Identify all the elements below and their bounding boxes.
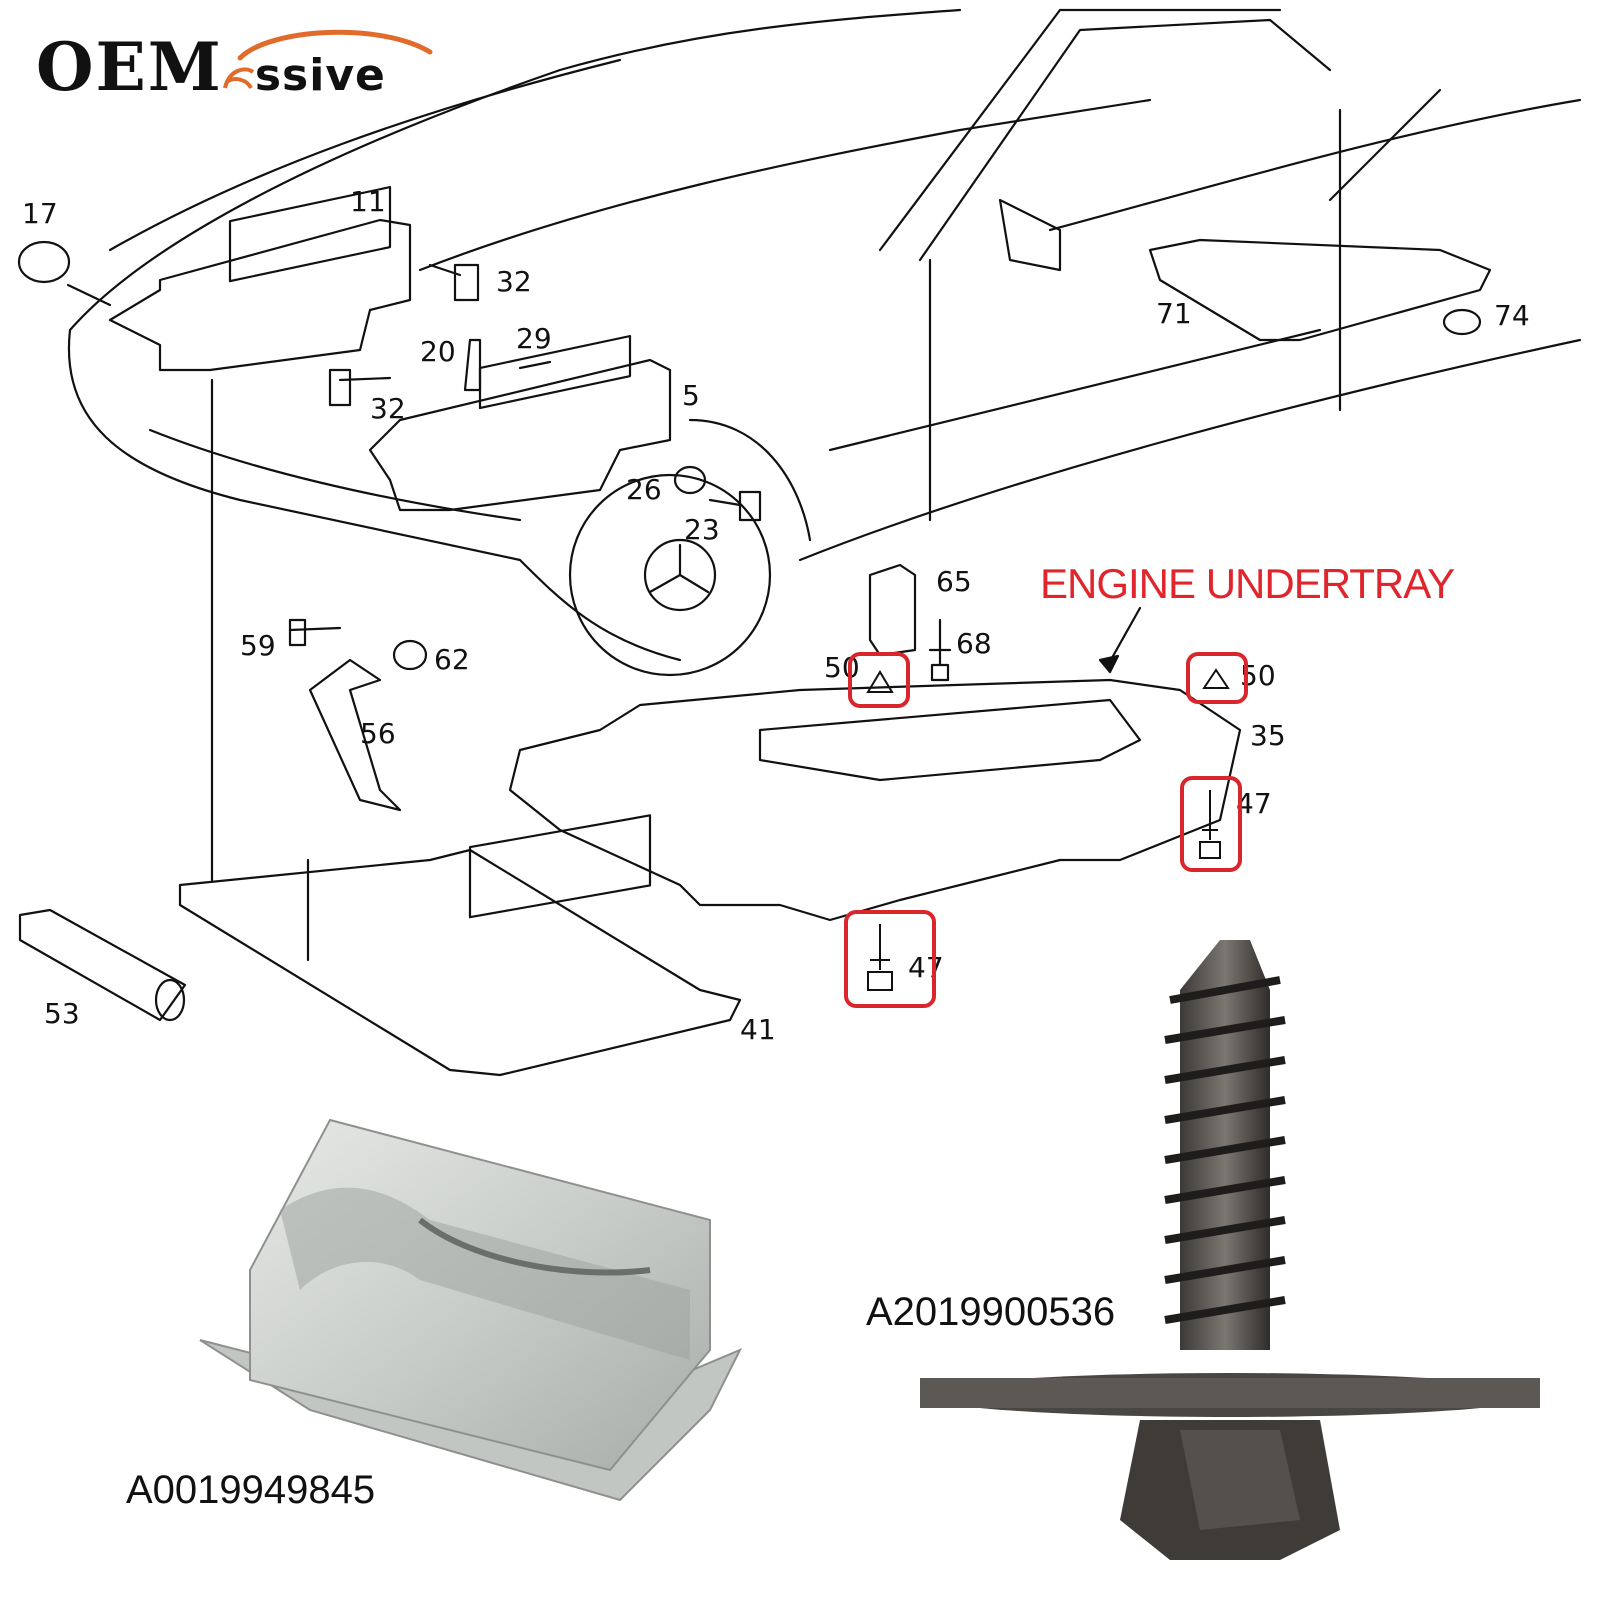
part-41-undertray — [178, 848, 742, 1077]
wheel-hub — [643, 538, 717, 612]
part-32b-screw — [328, 368, 392, 407]
car-windshield — [878, 8, 1442, 252]
car-hood-edge — [418, 98, 1152, 272]
label-47b: 47 — [908, 951, 944, 984]
part-71-bracket — [1148, 238, 1492, 342]
car-side-top — [1048, 98, 1582, 232]
part-62-nut — [392, 639, 428, 671]
part-65-bracket — [868, 563, 917, 657]
clip-50a-icon — [866, 670, 894, 693]
label-68: 68 — [956, 627, 992, 660]
label-32a: 32 — [496, 265, 532, 298]
label-71: 71 — [1156, 297, 1192, 330]
car-door-line — [928, 108, 1342, 522]
part-32a-screw — [428, 263, 480, 302]
label-5: 5 — [682, 379, 700, 412]
brand-logo: OEM ssive — [36, 28, 386, 106]
part-56-strap — [308, 658, 402, 812]
label-35: 35 — [1250, 719, 1286, 752]
highlight-screw-47b — [844, 910, 936, 1008]
highlight-clip-50a — [848, 652, 910, 708]
label-11: 11 — [350, 185, 386, 218]
clip-photo — [199, 1118, 743, 1502]
highlight-clip-50b — [1186, 652, 1248, 704]
clip-50b-icon — [1202, 668, 1230, 689]
label-41: 41 — [740, 1013, 776, 1046]
part-17-plug — [17, 240, 71, 284]
screw-47a-icon — [1199, 790, 1221, 859]
car-hood-line — [108, 58, 622, 252]
logo-prefix: OEM — [36, 28, 223, 106]
car-body-lower — [148, 428, 522, 522]
label-65: 65 — [936, 565, 972, 598]
screw-part-number: A2019900536 — [866, 1290, 1116, 1334]
car-side-line — [798, 338, 1582, 562]
car-mirror — [998, 198, 1062, 272]
label-26: 26 — [626, 473, 662, 506]
logo-car-swoosh-icon — [222, 67, 255, 90]
part-29-pin — [518, 360, 552, 370]
logo-suffix: ssive — [254, 50, 386, 101]
label-62: 62 — [434, 643, 470, 676]
part-53-tube — [18, 908, 187, 1022]
part-59-bolt — [288, 618, 342, 647]
part-11-slot — [228, 185, 392, 283]
part-23-bolt — [708, 490, 762, 522]
engine-undertray-outline — [508, 678, 1242, 922]
part-41-window — [468, 814, 652, 919]
screw-photo — [920, 940, 1540, 1560]
label-74: 74 — [1494, 299, 1530, 332]
engine-undertray-inner — [758, 698, 1142, 782]
label-17: 17 — [22, 197, 58, 230]
part-11-panel — [108, 218, 412, 372]
highlight-screw-47a — [1180, 776, 1242, 872]
screw-47b-icon — [867, 924, 893, 991]
part-20-clip — [463, 338, 482, 392]
undertray-arrow — [1106, 606, 1142, 667]
logo-car-roof-icon — [237, 29, 433, 61]
label-20: 20 — [420, 335, 456, 368]
label-59: 59 — [240, 629, 276, 662]
part-26-washer — [673, 465, 707, 495]
part-5-panel — [368, 358, 672, 512]
label-23: 23 — [684, 513, 720, 546]
clip-part-number: A0019949845 — [126, 1468, 376, 1512]
label-56: 56 — [360, 717, 396, 750]
part-74-nut — [1442, 308, 1482, 336]
part-68-screw — [928, 618, 952, 682]
label-53: 53 — [44, 997, 80, 1030]
label-29: 29 — [516, 322, 552, 355]
car-a-pillar — [918, 18, 1332, 262]
car-hood-outline — [68, 8, 962, 332]
wheel-star — [648, 543, 710, 594]
label-32b: 32 — [370, 392, 406, 425]
car-front-bumper — [67, 328, 682, 662]
wheel — [568, 473, 772, 677]
car-side-line-2 — [828, 328, 1322, 452]
car-fender — [688, 418, 812, 542]
engine-undertray-callout: ENGINE UNDERTRAY — [1040, 560, 1455, 607]
